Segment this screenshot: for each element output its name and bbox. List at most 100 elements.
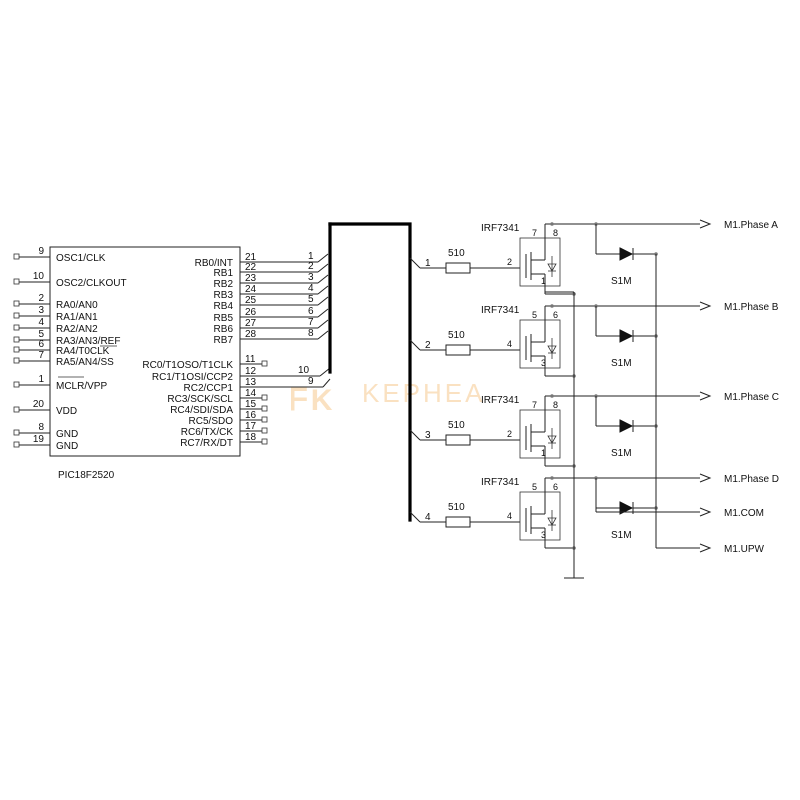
pin-number: 22 [245,262,257,273]
ground-symbol [564,292,584,579]
bus-number: 2 [308,261,314,272]
junction-dot [550,476,554,480]
microcontroller: PIC18F2520 [49,246,241,481]
pin-label: VDD [56,406,77,417]
pin-terminal [13,429,20,436]
drain-pin-b: 6 [553,482,558,492]
pin-number: 10 [33,271,45,282]
pin-label: RA5/AN4/SS [56,357,114,368]
pin-terminal [13,253,20,260]
pin-label: RC6/TX/CK [181,427,234,438]
pin-number: 25 [245,295,257,306]
pin-label: RB3 [214,290,234,301]
pin-number: 19 [33,434,45,445]
pin-label: RB4 [214,301,234,312]
drain-pin-b: 8 [553,400,558,410]
diode-icon [619,501,634,515]
bus-entry [319,367,331,377]
pin-terminal [13,300,20,307]
resistor [445,344,471,356]
resistor [445,516,471,528]
resistor-value: 510 [448,330,465,341]
gate-pin-number: 2 [507,257,512,267]
pin-number: 2 [38,293,44,304]
diode-part: S1M [611,530,632,541]
diode-part: S1M [611,448,632,459]
pin-label: RA4/T0CLK [56,346,110,357]
mosfet-body [519,319,561,369]
source-pin: 3 [541,358,546,368]
pin-label: RA1/AN1 [56,312,98,323]
output-1: M1.Phase A [699,219,778,231]
pin-label: RA2/AN2 [56,324,98,335]
watermark-text: KEPHEA [362,378,486,408]
bus-number: 4 [425,512,431,523]
pin-number: 3 [38,305,44,316]
diode-icon [619,247,634,261]
output-label: M1.UPW [724,544,765,555]
bus-number: 1 [425,258,431,269]
pin-number: 27 [245,318,257,329]
pin-number: 14 [245,388,257,399]
diode-part: S1M [611,276,632,287]
pin-number: 23 [245,273,257,284]
bus-entry [317,253,329,263]
output-arrow-icon [699,543,712,553]
bus-number: 4 [308,283,314,294]
bus-entry [409,429,421,441]
output-2: M1.Phase B [699,301,779,313]
junction-dot [550,394,554,398]
pin-label: RA0/AN0 [56,300,98,311]
bus-number: 9 [308,376,314,387]
pin-terminal [13,357,20,364]
pin-terminal [13,406,20,413]
pin-number: 11 [245,354,256,365]
bus-entry [409,339,421,351]
pin-number: 17 [245,421,257,432]
pin-label: OSC1/CLK [56,253,106,264]
output-label: M1.Phase C [724,392,779,403]
chip-body [49,246,241,457]
source-pin: 3 [541,530,546,540]
bus-line [328,222,412,522]
resistor [445,262,471,274]
bus-entry [317,319,329,329]
source-pin: 1 [541,448,546,458]
bus-entry [409,257,421,269]
bus-number: 2 [425,340,431,351]
mosfet-part: IRF7341 [481,395,520,406]
mosfet-body [519,237,561,287]
pin-label: RC2/CCP1 [184,383,234,394]
output-label: M1.Phase B [724,302,779,313]
diode-part: S1M [611,358,632,369]
bus-number: 6 [308,306,314,317]
pin-terminal [261,416,268,423]
drain-pin-b: 8 [553,228,558,238]
pin-label: OSC2/CLKOUT [56,278,127,289]
pin-terminal [13,278,20,285]
pin-terminal [13,312,20,319]
bus-entry [409,511,421,523]
drain-pin-a: 5 [532,310,537,320]
pin-number: 13 [245,377,257,388]
drain-pin-b: 6 [553,310,558,320]
pin-number: 5 [38,329,44,340]
